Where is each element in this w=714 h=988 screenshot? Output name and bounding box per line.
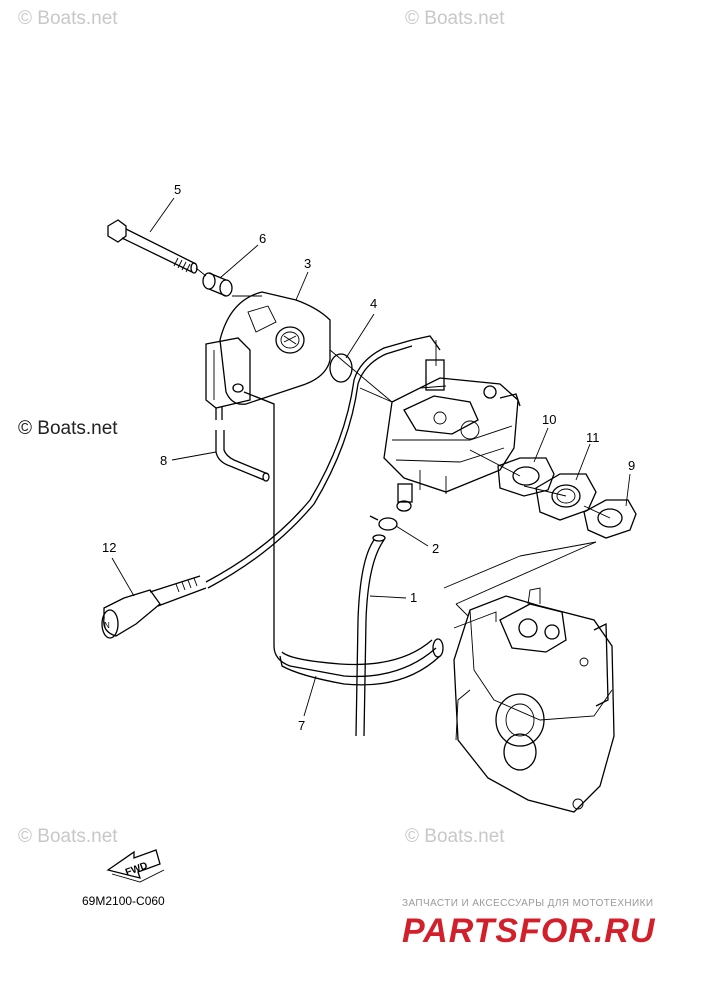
part-7-hose[interactable] (243, 391, 444, 686)
part-4-o-ring[interactable] (329, 353, 353, 383)
callout-8[interactable]: 8 (160, 453, 167, 468)
part-6-collar[interactable] (202, 272, 233, 297)
callout-12[interactable]: 12 (102, 540, 116, 555)
part-5-bolt[interactable] (107, 219, 198, 274)
brand-tagline: ЗАПЧАСТИ И АКСЕССУАРЫ ДЛЯ МОТОТЕХНИКИ (402, 898, 653, 909)
callout-9[interactable]: 9 (628, 458, 635, 473)
assembly-lines (195, 267, 611, 617)
watermark: © Boats.net (405, 8, 505, 29)
callout-4[interactable]: 4 (370, 296, 377, 311)
engine-block (453, 587, 615, 813)
brand-logo[interactable]: PARTSFOR.RU (402, 912, 656, 950)
part-10-gasket[interactable] (497, 457, 555, 497)
part-1-fuel-hose[interactable] (355, 534, 386, 737)
callout-3[interactable]: 3 (304, 256, 311, 271)
svg-text:N: N (104, 621, 110, 630)
part-9-gasket[interactable] (583, 499, 637, 539)
carburetor[interactable] (383, 340, 521, 512)
watermark: © Boats.net (405, 826, 505, 847)
fwd-arrow-icon: FWD (106, 849, 165, 883)
callout-1[interactable]: 1 (410, 590, 417, 605)
callout-leaders (111, 197, 631, 717)
callout-2[interactable]: 2 (432, 541, 439, 556)
callout-10[interactable]: 10 (542, 412, 556, 427)
fwd-label: FWD (124, 860, 149, 878)
part-3-housing[interactable] (205, 291, 331, 420)
choke-cable (205, 335, 441, 589)
part-11-insulator[interactable] (535, 473, 597, 521)
part-12-choke-knob[interactable]: N (101, 575, 207, 639)
diagram-code: 69M2100-C060 (82, 894, 165, 908)
callout-7[interactable]: 7 (298, 718, 305, 733)
part-8-hose[interactable] (215, 430, 270, 482)
watermark: © Boats.net (18, 826, 118, 847)
callout-5[interactable]: 5 (174, 182, 181, 197)
callout-6[interactable]: 6 (259, 231, 266, 246)
callout-11[interactable]: 11 (586, 430, 600, 445)
watermark: © Boats.net (18, 418, 118, 439)
watermark: © Boats.net (18, 8, 118, 29)
part-2-clip[interactable] (369, 515, 398, 531)
